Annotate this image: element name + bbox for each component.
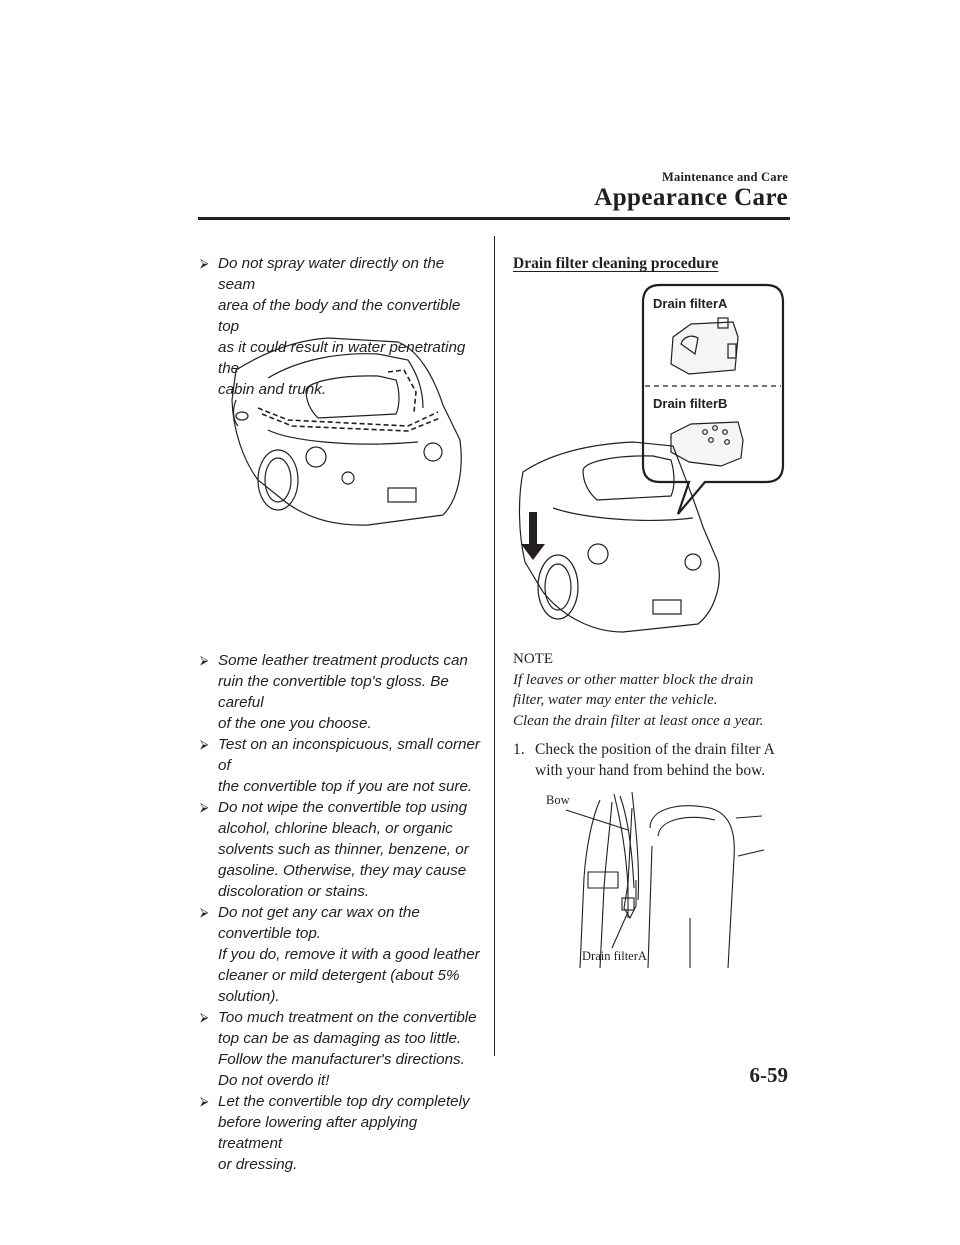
bullet-text: Do not get any car wax on the convertibl… <box>218 904 480 1005</box>
bullet-text: Too much treatment on the convertible to… <box>218 1009 477 1089</box>
bow-label: Bow <box>546 793 570 807</box>
bullet-item: ⮚ Some leather treatment products can ru… <box>200 650 480 734</box>
filter-b-label: Drain filterB <box>653 396 727 411</box>
header-rule <box>198 217 790 220</box>
bow-illustration: Bow Drain filterA <box>540 788 780 978</box>
bullet-text: Some leather treatment products can ruin… <box>218 652 468 732</box>
section-label: Maintenance and Care <box>662 170 788 184</box>
page-title: Appearance Care <box>594 184 788 211</box>
note-label: NOTE <box>513 651 553 667</box>
note-block: NOTE If leaves or other matter block the… <box>513 649 793 731</box>
arrow-bullet-icon: ⮚ <box>200 1010 209 1024</box>
left-column: ⮚ Do not spray water directly on the sea… <box>200 253 480 1175</box>
arrow-bullet-icon: ⮚ <box>200 653 209 667</box>
bullet-text: Do not wipe the convertible top using al… <box>218 799 469 900</box>
bullet-item: ⮚ Do not wipe the convertible top using … <box>200 797 480 902</box>
drain-filter-illustration: Drain filterA Drain filterB <box>513 282 788 647</box>
bullet-item: ⮚ Let the convertible top dry completely… <box>200 1091 480 1175</box>
car-seam-illustration <box>228 330 468 530</box>
filter-a-label: Drain filterA <box>653 296 728 311</box>
arrow-bullet-icon: ⮚ <box>200 1094 209 1108</box>
bullet-item: ⮚ Test on an inconspicuous, small corner… <box>200 734 480 797</box>
arrow-bullet-icon: ⮚ <box>200 737 209 751</box>
drain-filter-a-label: Drain filterA <box>582 949 647 963</box>
step-item: 1. Check the position of the drain filte… <box>513 739 793 781</box>
bullet-text: Let the convertible top dry completely b… <box>218 1093 470 1173</box>
procedure-heading: Drain filter cleaning procedure <box>513 255 719 272</box>
arrow-bullet-icon: ⮚ <box>200 800 209 814</box>
column-divider <box>494 236 495 1056</box>
bullet-item: ⮚ Too much treatment on the convertible … <box>200 1007 480 1091</box>
bullet-text: Do not spray water directly on the seam … <box>218 255 466 398</box>
bullet-item: ⮚ Do not spray water directly on the sea… <box>200 253 480 400</box>
arrow-bullet-icon: ⮚ <box>200 256 209 270</box>
arrow-bullet-icon: ⮚ <box>200 905 209 919</box>
note-text: If leaves or other matter block the drai… <box>513 671 764 729</box>
bullet-text: Test on an inconspicuous, small corner o… <box>218 736 480 795</box>
page-number: 6-59 <box>749 1063 789 1087</box>
step-number: 1. <box>513 741 525 758</box>
step-text: Check the position of the drain filter A… <box>535 741 774 779</box>
bullet-item: ⮚ Do not get any car wax on the converti… <box>200 902 480 1007</box>
